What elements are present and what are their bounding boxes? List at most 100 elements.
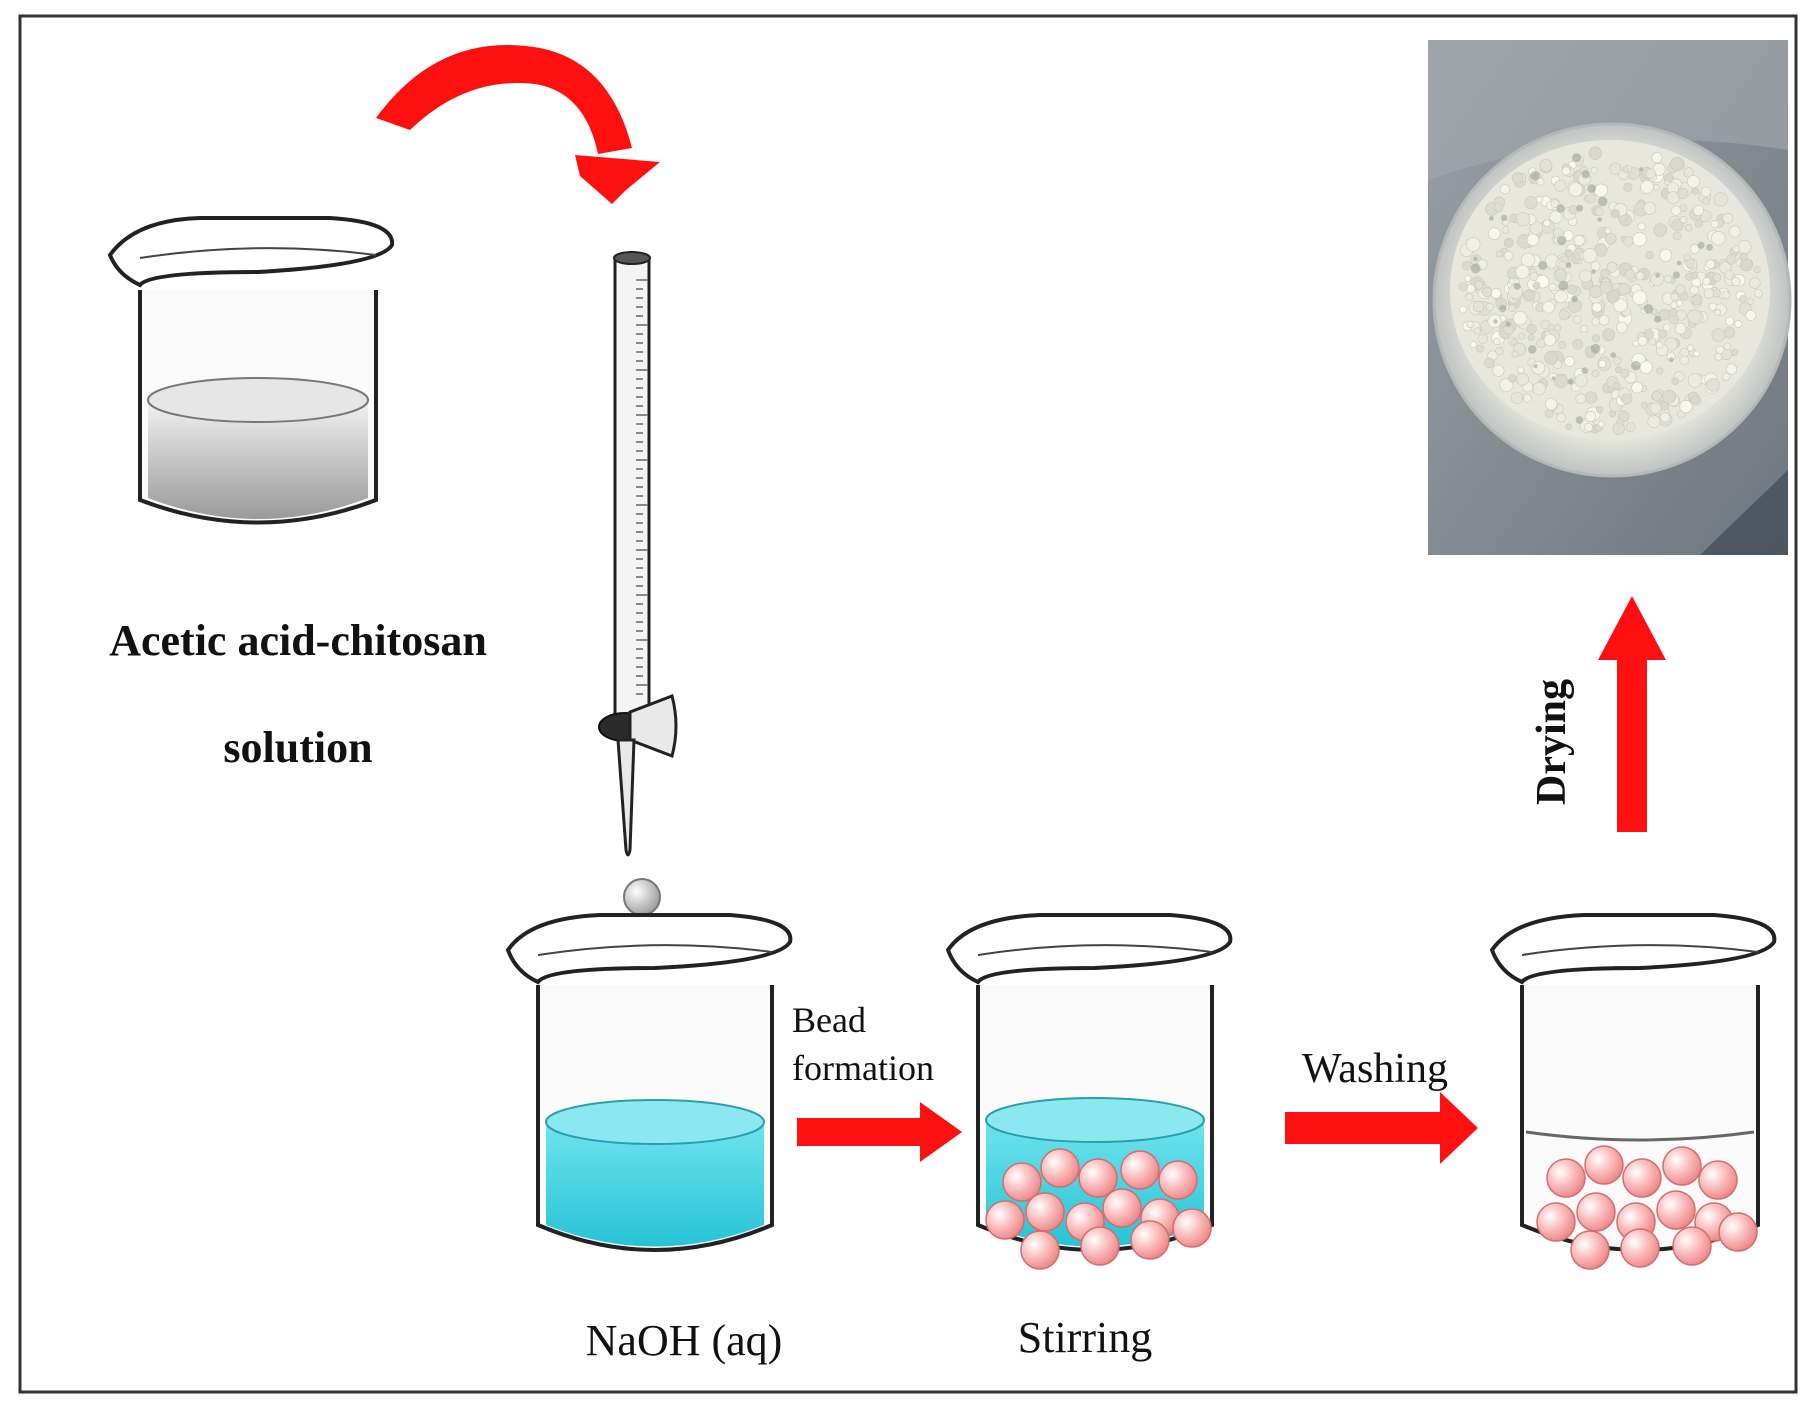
dried-bead — [1566, 284, 1577, 295]
dried-bead — [1691, 272, 1699, 280]
dried-bead — [1573, 235, 1585, 247]
dried-bead — [1739, 258, 1753, 272]
dried-bead — [1554, 374, 1569, 389]
dried-bead — [1548, 283, 1557, 292]
dried-bead — [1747, 297, 1755, 305]
dried-bead — [1739, 252, 1748, 261]
dried-bead — [1613, 298, 1628, 313]
dried-bead — [1499, 184, 1510, 195]
dried-bead — [1565, 423, 1573, 431]
dried-bead — [1532, 382, 1546, 396]
dried-bead — [1503, 237, 1514, 248]
dried-bead — [1723, 326, 1736, 339]
bead-shadow — [1473, 256, 1478, 261]
dried-bead — [1553, 324, 1562, 332]
bead-shadow — [1505, 321, 1511, 327]
bead — [1536, 1202, 1576, 1242]
dried-bead — [1590, 166, 1598, 174]
dried-bead — [1511, 350, 1519, 358]
dried-bead — [1484, 357, 1495, 368]
dried-bead — [1754, 288, 1763, 298]
dried-bead — [1527, 334, 1535, 341]
dried-bead — [1687, 175, 1700, 188]
bead-shadow — [1576, 204, 1584, 212]
dried-bead — [1652, 183, 1660, 191]
dried-bead — [1523, 393, 1532, 403]
bead — [1120, 1150, 1160, 1190]
dried-bead — [1466, 320, 1474, 329]
dried-bead — [1645, 168, 1656, 179]
bead-shadow — [1565, 262, 1572, 269]
dried-beads-photo — [1428, 40, 1792, 555]
dried-bead — [1594, 183, 1608, 198]
bead-formation-step: Bead formation — [792, 1000, 962, 1162]
washing-label: Washing — [1302, 1046, 1448, 1092]
dried-bead — [1595, 406, 1604, 414]
bead-formation-label-line1: Bead — [792, 1000, 866, 1040]
bead — [1102, 1188, 1142, 1228]
dried-bead — [1670, 292, 1680, 302]
dried-bead — [1517, 366, 1525, 374]
dried-bead — [1561, 166, 1571, 176]
dried-bead — [1554, 268, 1568, 282]
dried-bead — [1666, 191, 1680, 205]
dried-bead — [1695, 219, 1704, 228]
dried-bead — [1725, 316, 1734, 326]
dried-bead — [1620, 368, 1630, 378]
dried-bead — [1612, 356, 1622, 365]
bead — [1130, 1220, 1170, 1260]
dried-bead — [1591, 334, 1600, 343]
dried-bead — [1597, 420, 1605, 428]
bead — [1002, 1162, 1042, 1202]
bead — [985, 1200, 1025, 1240]
dried-bead — [1637, 336, 1648, 346]
dried-bead — [1516, 212, 1531, 227]
bead — [1570, 1230, 1610, 1270]
dried-bead — [1476, 344, 1485, 353]
dried-bead — [1526, 323, 1537, 335]
dried-bead — [1737, 240, 1752, 255]
dried-bead — [1516, 372, 1529, 386]
dried-bead — [1668, 308, 1677, 317]
dried-bead — [1495, 250, 1503, 258]
dried-bead — [1679, 216, 1688, 224]
dried-bead — [1465, 292, 1474, 301]
dried-bead — [1623, 182, 1633, 192]
dried-bead — [1732, 245, 1740, 253]
dried-bead — [1585, 193, 1596, 204]
bead-shadow — [1591, 269, 1596, 274]
dried-bead — [1507, 374, 1517, 383]
bead — [1584, 1145, 1624, 1185]
dried-bead — [1554, 289, 1568, 304]
bead — [1158, 1160, 1198, 1200]
bead-shadow — [1575, 416, 1584, 424]
bead-shadow — [1513, 282, 1521, 290]
dried-bead — [1713, 273, 1722, 282]
dried-bead — [1531, 360, 1546, 375]
dried-bead — [1542, 301, 1555, 314]
dried-bead — [1692, 204, 1704, 216]
dried-bead — [1693, 350, 1700, 357]
bead-shadow — [1488, 215, 1494, 221]
solution-beaker — [107, 216, 395, 525]
bead-shadow — [1530, 171, 1540, 181]
dried-bead — [1671, 219, 1684, 232]
dried-bead — [1692, 187, 1700, 195]
dried-bead — [1508, 277, 1516, 285]
dried-bead — [1618, 282, 1631, 296]
burette-graduations — [636, 279, 648, 695]
dried-bead — [1723, 342, 1732, 350]
dried-bead — [1721, 290, 1731, 300]
dried-bead — [1731, 276, 1741, 287]
dried-bead — [1726, 254, 1737, 265]
dried-bead — [1745, 309, 1757, 321]
bead — [1020, 1230, 1060, 1270]
dried-bead — [1734, 320, 1742, 328]
bead-shadow — [1587, 184, 1596, 193]
dried-bead — [1558, 340, 1567, 349]
dried-bead — [1464, 275, 1472, 282]
dried-bead — [1607, 290, 1620, 303]
dried-bead — [1591, 302, 1602, 313]
dried-bead — [1572, 338, 1584, 350]
dried-bead — [1671, 377, 1679, 385]
